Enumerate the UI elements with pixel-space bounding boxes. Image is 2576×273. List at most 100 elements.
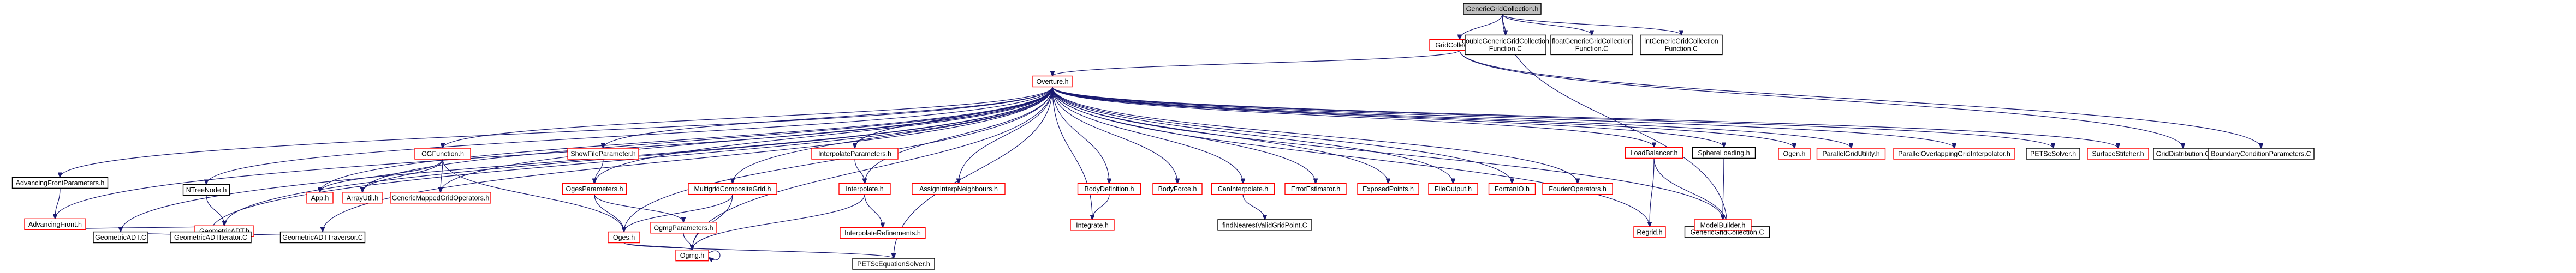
node-file-output[interactable]: FileOutput.h [1428,183,1478,195]
edge-overture-to-fourier-operators [1052,87,1578,183]
node-box [838,183,891,195]
node-surface-stitcher[interactable]: SurfaceStitcher.h [2087,148,2149,160]
node-oges[interactable]: Oges.h [608,231,640,244]
edge-oges-to-ogmg [623,242,692,250]
node-box [11,177,109,189]
node-exposed-points[interactable]: ExposedPoints.h [1357,183,1419,195]
node-box [811,148,899,160]
node-box [567,148,639,160]
node-label: PETScEquationSolver.h [857,260,930,268]
node-fortran-io[interactable]: FortranIO.h [1488,183,1536,195]
edge-generic-grid-collection-to-float-generic [1502,14,1592,35]
node-interpolate-refinements[interactable]: InterpolateRefinements.h [840,227,926,239]
edge-generic-grid-collection-to-grid-collection [1460,14,1503,39]
edges-layer [55,14,2261,260]
node-regrid[interactable]: Regrid.h [1633,226,1666,238]
edge-advancing-front-parameters-to-advancing-front [55,188,61,219]
node-label: ModelBuilder.h [1700,221,1746,229]
nodes-layer: GenericGridCollection.hGridCollection.hd… [11,3,2315,270]
node-ogmg[interactable]: Ogmg.h [675,249,709,262]
node-box [279,231,366,244]
edge-ntree-node-to-geometric-adt [206,195,224,226]
edge-overture-to-surface-stitcher [1052,87,2118,148]
edge-grid-collection-to-grid-distribution [1459,50,2183,148]
node-can-interpolate[interactable]: CanInterpolate.h [1211,183,1275,195]
edge-overture-to-body-definition [1052,87,1109,183]
edge-overture-to-assign-interp-neighbours [959,87,1053,183]
node-overture[interactable]: Overture.h [1032,75,1073,88]
node-show-file-parameter[interactable]: ShowFileParameter.h [567,148,639,160]
node-geometric-adtc[interactable]: GeometricADT.C [93,231,148,244]
node-generic-grid-collection[interactable]: GenericGridCollection.h [1463,3,1542,15]
node-advancing-front[interactable]: AdvancingFront.h [24,218,86,230]
node-body-force[interactable]: BodyForce.h [1152,183,1203,195]
node-box [1070,219,1115,231]
node-advancing-front-parameters[interactable]: AdvancingFrontParameters.h [11,177,109,189]
node-geometric-adtiterator[interactable]: GeometricADTIterator.C [170,231,252,244]
node-label: FourierOperators.h [1549,185,1607,193]
node-label: GridDistribution.C [2156,150,2210,158]
node-box [182,184,230,196]
node-label: ParallelOverlappingGridInterpolator.h [1898,150,2010,158]
node-model-builder[interactable]: ModelBuilder.h [1694,219,1752,231]
node-label: ErrorEstimator.h [1291,185,1340,193]
node-label: AdvancingFrontParameters.h [16,179,105,187]
node-label: OgesParameters.h [566,185,623,193]
node-box [1465,34,1546,56]
node-body-definition[interactable]: BodyDefinition.h [1077,183,1141,195]
node-box [1488,183,1536,195]
node-parallel-grid-utility[interactable]: ParallelGridUtility.h [1816,148,1886,160]
node-oges-parameters[interactable]: OgesParameters.h [562,183,627,195]
node-label: GeometricADTIterator.C [174,234,247,241]
edge-overture-to-interpolate [865,87,1053,183]
edge-overture-to-geometric-adttraversor [323,87,1053,232]
node-label: FortranIO.h [1495,185,1530,193]
node-box [562,183,627,195]
node-fourier-operators[interactable]: FourierOperators.h [1542,183,1613,195]
node-petsc-equation-solver[interactable]: PETScEquationSolver.h [852,258,935,270]
node-integrate[interactable]: Integrate.h [1070,219,1115,231]
node-ntree-node[interactable]: NTreeNode.h [182,184,230,196]
node-multigrid-composite[interactable]: MultigridCompositeGrid.h [688,183,777,195]
node-box [1032,75,1073,88]
node-load-balancer[interactable]: LoadBalancer.h [1625,147,1683,159]
node-label: Ogmg.h [680,252,705,259]
node-box [306,192,334,204]
node-petsc-solver[interactable]: PETScSolver.h [2026,148,2080,160]
node-box [840,227,926,239]
node-ogfunction[interactable]: OGFunction.h [414,148,471,160]
edge-overture-to-app [320,87,1053,192]
node-app[interactable]: App.h [306,192,334,204]
node-boundary-condition[interactable]: BoundaryConditionParameters.C [2208,148,2315,160]
node-generic-mapped[interactable]: GenericMappedGridOperators.h [390,192,491,204]
edge-ogfunction-to-app [320,159,443,192]
node-interpolate[interactable]: Interpolate.h [838,183,891,195]
node-sphere-loading[interactable]: SphereLoading.h [1692,147,1756,159]
node-label: AdvancingFront.h [28,221,82,228]
node-grid-distribution[interactable]: GridDistribution.C [2153,148,2213,160]
node-assign-interp-neighbours[interactable]: AssignInterpNeighbours.h [912,183,1006,195]
node-ogmg-parameters[interactable]: OgmgParameters.h [650,222,717,234]
node-box [1550,34,1633,56]
node-error-estimator[interactable]: ErrorEstimator.h [1284,183,1347,195]
node-label: BodyDefinition.h [1084,185,1134,193]
node-label: InterpolateRefinements.h [844,229,921,237]
node-label: Ogen.h [1783,150,1805,158]
node-parallel-overlapping[interactable]: ParallelOverlappingGridInterpolator.h [1893,148,2015,160]
node-label: Regrid.h [1637,228,1662,236]
node-array-util[interactable]: ArrayUtil.h [342,192,383,204]
node-find-nearest[interactable]: findNearestValidGridPoint.C [1217,219,1312,231]
node-interpolate-parameters[interactable]: InterpolateParameters.h [811,148,899,160]
node-label: GeometricADTTraversor.C [282,234,362,241]
node-box [24,218,86,230]
edge-overture-to-body-force [1052,87,1177,183]
node-label: SurfaceStitcher.h [2092,150,2144,158]
edge-overture-to-ogfunction [443,87,1053,148]
node-ogen[interactable]: Ogen.h [1778,148,1811,160]
node-box [1893,148,2015,160]
node-geometric-adttraversor[interactable]: GeometricADTTraversor.C [279,231,366,244]
